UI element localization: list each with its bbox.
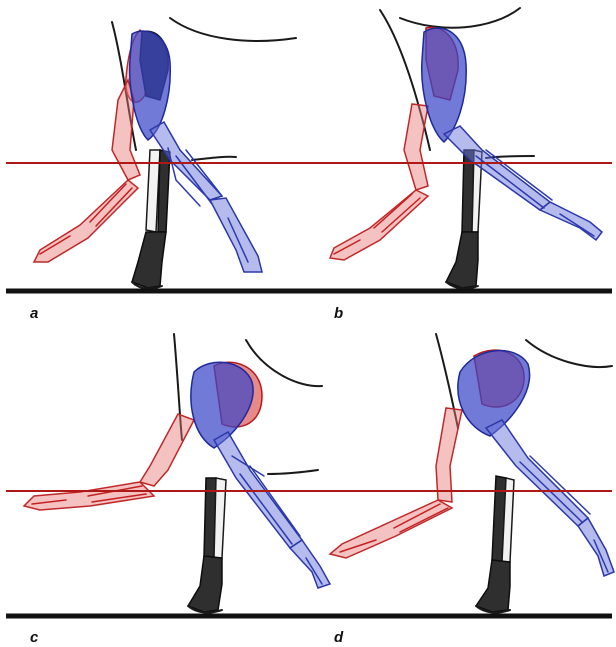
panel-label-b: b — [334, 305, 343, 322]
body-outline — [400, 8, 520, 28]
panel-label-a: a — [30, 305, 38, 322]
red-shank — [436, 408, 462, 502]
body-outline — [526, 340, 612, 367]
panel-label-c: c — [30, 629, 39, 646]
support-paw — [446, 232, 478, 288]
support-paw — [132, 232, 166, 288]
panel-b: b — [308, 8, 612, 322]
body-outline — [268, 470, 318, 474]
panel-a: a — [6, 18, 308, 322]
panel-c: c — [6, 334, 330, 646]
red-shank — [140, 414, 194, 486]
blue-foot — [578, 518, 614, 576]
body-outline — [170, 18, 296, 41]
red-shank — [404, 104, 428, 190]
panel-d: d — [308, 334, 614, 646]
panel-label-d: d — [334, 629, 344, 646]
blue-shank — [444, 126, 550, 210]
body-outline — [192, 157, 236, 160]
support-paw — [188, 556, 222, 612]
red-foot — [330, 190, 428, 260]
blue-thigh — [458, 351, 530, 436]
blue-thigh — [422, 28, 466, 142]
support-paw — [476, 560, 510, 612]
red-foot — [34, 180, 138, 262]
